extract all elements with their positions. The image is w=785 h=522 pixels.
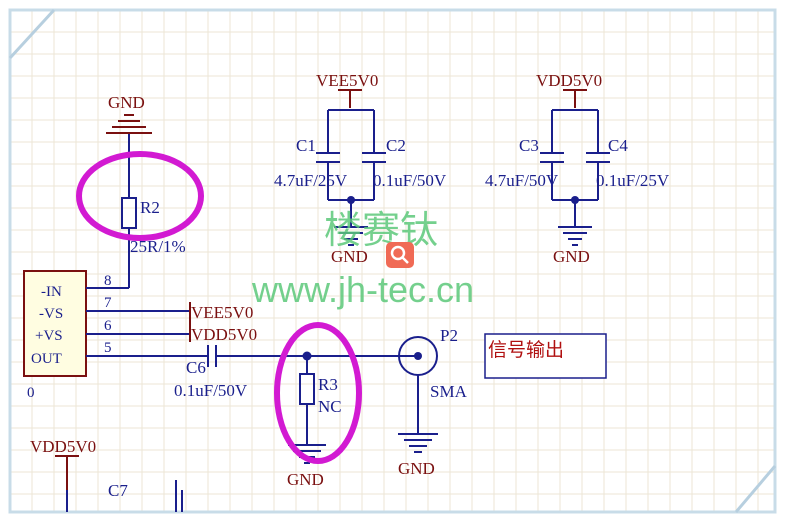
vdd-cap-group — [540, 89, 610, 246]
output-label-box — [484, 333, 607, 379]
c1-value: 4.7uF/25V — [274, 171, 348, 190]
vdd-power-label-bottom: VDD5V0 — [30, 437, 96, 456]
r3-body — [299, 373, 315, 405]
gnd-label-r3: GND — [287, 470, 324, 489]
background-grid — [9, 9, 775, 512]
c2-value: 0.1uF/50V — [373, 171, 447, 190]
vdd-power-label: VDD5V0 — [536, 71, 602, 90]
ic-pin-num-1: 8 — [104, 273, 112, 289]
c7-ref: C7 — [108, 481, 128, 500]
frame-border — [8, 8, 777, 514]
c2-ref: C2 — [386, 136, 406, 155]
ic-pin-num-3: 6 — [104, 318, 112, 334]
corner-top-left — [8, 8, 56, 60]
ic-pin-name-1: -IN — [41, 284, 62, 300]
r3-value: NC — [318, 397, 342, 416]
search-badge — [386, 242, 414, 268]
ic-pin-num-4: 5 — [104, 340, 112, 356]
gnd-label-sma: GND — [398, 459, 435, 478]
highlight-circle-r3 — [274, 322, 362, 464]
op-amp-ic — [23, 270, 208, 377]
search-icon — [390, 245, 406, 261]
watermark-cn: 楼赛钛 — [324, 208, 438, 252]
r2-value: 25R/1% — [130, 237, 186, 256]
ic-pin-name-3: +VS — [35, 328, 63, 344]
vee-cap-group — [316, 89, 386, 246]
ic-pin-name-4: OUT — [31, 351, 62, 367]
highlight-circle-r2 — [76, 151, 204, 241]
r3-ref: R3 — [318, 375, 338, 394]
c3-ref: C3 — [519, 136, 539, 155]
r2-body — [121, 197, 137, 229]
output-label: 信号输出 — [488, 339, 564, 361]
ic-body — [23, 270, 87, 377]
gnd-label-vee: GND — [331, 247, 368, 266]
c3-value: 4.7uF/50V — [485, 171, 559, 190]
corner-bottom-right — [734, 465, 777, 513]
p2-value: SMA — [430, 382, 468, 401]
p2-ref: P2 — [440, 326, 458, 345]
r2-ref: R2 — [140, 198, 160, 217]
vee-power-label: VEE5V0 — [316, 71, 378, 90]
sma-connector — [398, 336, 438, 453]
bottom-left-partial — [55, 455, 183, 512]
c6-value: 0.1uF/50V — [174, 381, 248, 400]
c6-ref: C6 — [186, 358, 206, 377]
pin7-power-label: VEE5V0 — [191, 303, 253, 322]
ic-partial-ref: 0 — [27, 385, 35, 401]
c4-value: 0.1uF/25V — [596, 171, 670, 190]
ic-pin-num-2: 7 — [104, 295, 112, 311]
gnd-label-r2: GND — [108, 93, 145, 112]
c6-group — [207, 345, 420, 367]
ic-pin-name-2: -VS — [39, 306, 63, 322]
pin6-power-label: VDD5V0 — [191, 325, 257, 344]
gnd-label-vdd: GND — [553, 247, 590, 266]
c1-ref: C1 — [296, 136, 316, 155]
watermark-url: www.jh-tec.cn — [251, 269, 474, 310]
c4-ref: C4 — [608, 136, 628, 155]
